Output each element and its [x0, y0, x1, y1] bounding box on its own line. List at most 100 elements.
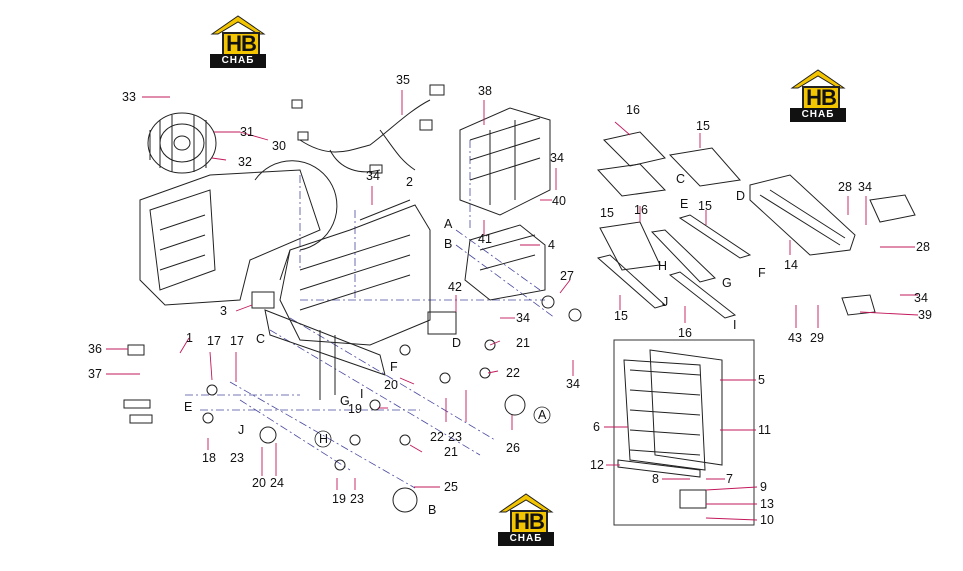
- callout-3: 3: [220, 304, 227, 318]
- brand-logo: HB CHAБ: [496, 492, 556, 548]
- label-I: I: [733, 318, 736, 332]
- callout-8: 8: [652, 472, 659, 486]
- logo-text: CHAБ: [498, 532, 554, 546]
- callout-17: 17: [207, 334, 221, 348]
- leader-lines: [106, 90, 919, 521]
- callout-40: 40: [552, 194, 566, 208]
- callout-39: 39: [918, 308, 932, 322]
- label-A: A: [538, 408, 547, 422]
- callout-11: 11: [758, 423, 771, 437]
- logo-text: CHAБ: [210, 54, 266, 68]
- callout-34: 34: [566, 377, 580, 391]
- callout-28: 28: [838, 180, 852, 194]
- callout-20: 20: [384, 378, 398, 392]
- label-B: B: [428, 503, 436, 517]
- callout-22: 22: [430, 430, 444, 444]
- callout-25: 25: [444, 480, 458, 494]
- callout-34: 34: [550, 151, 564, 165]
- brand-logo: HB CHAБ: [208, 14, 268, 70]
- label-J: J: [662, 295, 668, 309]
- callout-29: 29: [810, 331, 824, 345]
- callout-38: 38: [478, 84, 492, 98]
- callout-14: 14: [784, 258, 798, 272]
- label-A-ring: [533, 406, 551, 424]
- label-H-ring: [314, 430, 332, 448]
- callout-30: 30: [272, 139, 286, 153]
- label-F: F: [390, 360, 398, 374]
- callout-32: 32: [238, 155, 252, 169]
- part-numbers: 33 31 30 32 35 38 34 40 41 34 2 4 42 27 …: [88, 73, 932, 527]
- label-D: D: [452, 336, 461, 350]
- callout-16: 16: [678, 326, 692, 340]
- label-J: J: [238, 423, 244, 437]
- callout-37: 37: [88, 367, 102, 381]
- label-B: B: [444, 237, 452, 251]
- callout-35: 35: [396, 73, 410, 87]
- callout-18: 18: [202, 451, 216, 465]
- label-H: H: [658, 259, 667, 273]
- callout-43: 43: [788, 331, 802, 345]
- callout-13: 13: [760, 497, 774, 511]
- blower-assembly: [139, 112, 338, 306]
- callout-15: 15: [696, 119, 710, 133]
- callout-28: 28: [916, 240, 930, 254]
- label-F: F: [758, 266, 766, 280]
- callout-34: 34: [366, 169, 380, 183]
- callout-12: 12: [590, 458, 604, 472]
- callout-34: 34: [858, 180, 872, 194]
- small-parts: [123, 291, 582, 513]
- callout-2: 2: [406, 175, 413, 189]
- heater-case-main: [264, 199, 431, 400]
- wiring-harness: [291, 84, 445, 174]
- callout-16: 16: [634, 203, 648, 217]
- callout-4: 4: [548, 238, 555, 252]
- callout-27: 27: [560, 269, 574, 283]
- callout-21: 21: [444, 445, 458, 459]
- callout-17: 17: [230, 334, 244, 348]
- callout-23: 23: [448, 430, 462, 444]
- radiator-inset-frame: [613, 339, 755, 526]
- callout-22: 22: [506, 366, 520, 380]
- label-C: C: [256, 332, 265, 346]
- callout-41: 41: [478, 232, 492, 246]
- callout-6: 6: [593, 420, 600, 434]
- label-I: I: [360, 387, 363, 401]
- callout-19: 19: [332, 492, 346, 506]
- label-G: G: [340, 394, 350, 408]
- callout-7: 7: [726, 472, 733, 486]
- label-E: E: [680, 197, 688, 211]
- radiator-assembly: [617, 349, 723, 509]
- callout-23: 23: [230, 451, 244, 465]
- callout-31: 31: [240, 125, 254, 139]
- callout-15: 15: [614, 309, 628, 323]
- label-D: D: [736, 189, 745, 203]
- callout-21: 21: [516, 336, 530, 350]
- callout-1: 1: [186, 331, 193, 345]
- callout-15: 15: [698, 199, 712, 213]
- callout-24: 24: [270, 476, 284, 490]
- callout-36: 36: [88, 342, 102, 356]
- filter-plates: [596, 131, 752, 319]
- brand-logo: HB CHAБ: [788, 68, 848, 124]
- callout-16: 16: [626, 103, 640, 117]
- callout-9: 9: [760, 480, 767, 494]
- callout-34: 34: [516, 311, 530, 325]
- logo-mark: HB: [802, 86, 840, 110]
- label-E: E: [184, 400, 192, 414]
- callout-10: 10: [760, 513, 774, 527]
- callout-33: 33: [122, 90, 136, 104]
- callout-19: 19: [348, 402, 362, 416]
- label-G: G: [722, 276, 732, 290]
- logo-text: CHAБ: [790, 108, 846, 122]
- callout-42: 42: [448, 280, 462, 294]
- label-C: C: [676, 172, 685, 186]
- callout-5: 5: [758, 373, 765, 387]
- label-H: H: [319, 432, 328, 446]
- callout-26: 26: [506, 441, 520, 455]
- evaporator-module: [459, 107, 551, 301]
- callout-20: 20: [252, 476, 266, 490]
- heater-core: [749, 174, 916, 316]
- callout-23: 23: [350, 492, 364, 506]
- callout-15: 15: [600, 206, 614, 220]
